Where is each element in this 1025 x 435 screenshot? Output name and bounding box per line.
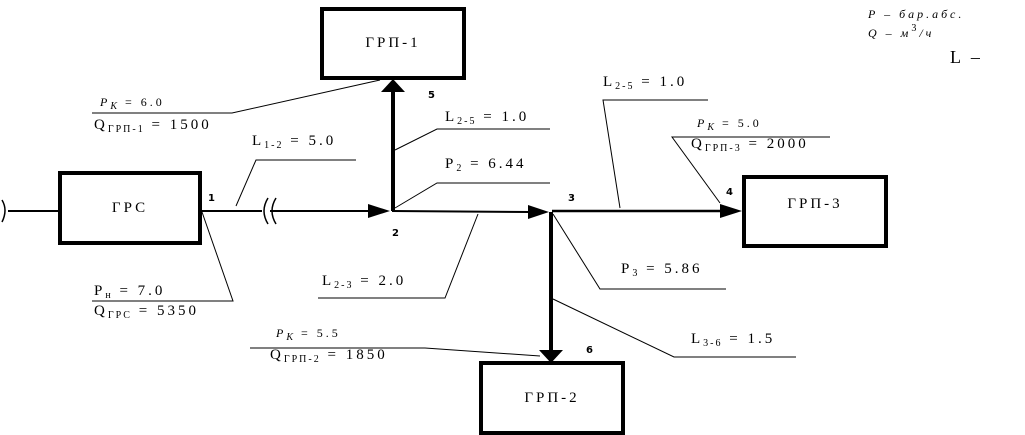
- node-5: 5: [428, 90, 435, 101]
- legend-pressure: P – бар.абс.: [868, 7, 965, 21]
- grp2-flow-label: QГРП-2 = 1850: [270, 347, 388, 365]
- legend-flow: Q – м3/ч: [868, 23, 935, 40]
- grs-label: ГРС: [111, 199, 149, 216]
- arrow-to-grp2: [539, 350, 563, 363]
- leader-l36: [552, 298, 796, 358]
- node-2: 2: [392, 228, 399, 239]
- leader-grp1: [92, 79, 381, 114]
- grp3-flow-label: QГРП-3 = 2000: [691, 136, 809, 154]
- grs-pressure-label: Pн = 7.0: [94, 283, 166, 301]
- leader-p3: [552, 213, 726, 290]
- grp1-pressure-label: PК = 6.0: [100, 95, 165, 112]
- grs-flow-label: QГРС = 5350: [94, 303, 199, 321]
- node-6: 6: [586, 345, 593, 356]
- arrow-to-node-2: [368, 204, 390, 218]
- leader-grs: [92, 211, 234, 302]
- l25-far-label: L2-5 = 1.0: [603, 74, 688, 92]
- leader-grp2: [250, 347, 541, 357]
- l25-near-label: L2-5 = 1.0: [445, 109, 530, 127]
- grp3-box: ГРП-3: [742, 175, 888, 248]
- grp1-label: ГРП-1: [365, 35, 421, 51]
- arrow-to-grp1: [381, 79, 405, 92]
- pipe-2-3: [391, 210, 531, 213]
- node-4: 4: [726, 187, 733, 198]
- node-1: 1: [208, 193, 215, 204]
- arrow-to-grp3: [720, 204, 742, 218]
- legend-length: L –: [950, 47, 983, 67]
- grp3-pressure-label: PК = 5.0: [697, 116, 762, 133]
- inlet-break-left: [1, 199, 6, 223]
- l12-label: L1-2 = 5.0: [252, 133, 337, 151]
- node-3: 3: [568, 193, 575, 204]
- grp1-flow-label: QГРП-1 = 1500: [94, 117, 212, 135]
- l23-label: L2-3 = 2.0: [322, 273, 407, 291]
- grp2-pressure-label: PК = 5.5: [276, 326, 341, 343]
- grs-box: ГРС: [58, 171, 202, 245]
- arrow-to-node-3: [528, 205, 549, 219]
- grp1-box: ГРП-1: [320, 7, 466, 80]
- leader-l25-near: [394, 128, 550, 151]
- leader-l25-far: [602, 99, 708, 209]
- leader-p2: [394, 182, 550, 209]
- leader-l12: [235, 159, 356, 207]
- leader-l23: [318, 213, 479, 299]
- p3-label: P3 = 5.86: [621, 261, 703, 279]
- p2-label: P2 = 6.44: [445, 156, 527, 174]
- grp3-label: ГРП-3: [787, 196, 843, 212]
- l36-label: L3-6 = 1.5: [691, 331, 776, 349]
- leader-grp3: [671, 136, 830, 204]
- grp2-label: ГРП-2: [524, 389, 580, 406]
- grp2-box: ГРП-2: [479, 361, 625, 435]
